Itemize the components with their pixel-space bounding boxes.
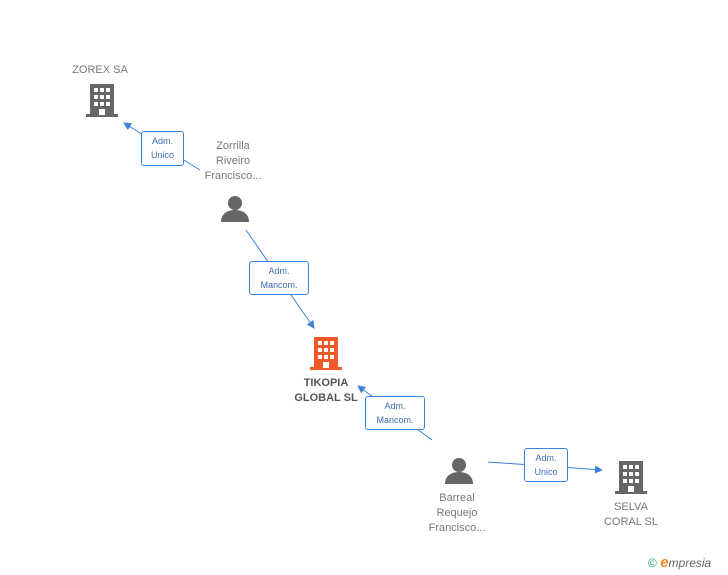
copyright-symbol: ©	[648, 556, 657, 570]
building-icon[interactable]	[86, 84, 118, 117]
node-label-text: ZOREX SA	[72, 64, 128, 76]
relation-line: Adm.	[535, 453, 557, 463]
relation-badge-barreal-tikopia[interactable]: Adm. Mancom.	[365, 396, 425, 430]
relation-line: Unico	[534, 467, 558, 477]
brand-name: mpresia	[668, 556, 712, 570]
relation-badge-barreal-selva[interactable]: Adm. Unico	[524, 448, 568, 482]
person-icon[interactable]	[221, 196, 249, 222]
node-label-line: TIKOPIA	[303, 377, 349, 389]
relation-line: Mancom.	[376, 415, 414, 425]
relation-badge-zorrilla-zorex[interactable]: Adm. Unico	[141, 131, 184, 166]
node-label-line: Requejo	[436, 507, 478, 519]
person-icon[interactable]	[445, 458, 473, 484]
node-label-line: Riveiro	[215, 155, 251, 167]
node-label-line: GLOBAL SL	[294, 392, 358, 404]
node-label-line: Zorrilla	[216, 140, 250, 152]
building-icon[interactable]	[615, 461, 647, 494]
building-icon[interactable]	[310, 337, 342, 370]
relation-line: Adm.	[384, 401, 406, 411]
node-label-line: Francisco...	[428, 522, 486, 534]
relation-badge-zorrilla-tikopia[interactable]: Adm. Mancom.	[249, 261, 309, 295]
node-label-line: SELVA	[614, 501, 648, 513]
node-label-line: Francisco...	[204, 170, 262, 182]
node-label-zorex[interactable]: ZOREX SA	[60, 63, 140, 78]
node-label-selva[interactable]: SELVA CORAL SL	[588, 500, 674, 530]
node-label-zorrilla[interactable]: Zorrilla Riveiro Francisco...	[190, 139, 276, 184]
empresia-logo: © empresia	[648, 554, 711, 571]
node-label-line: CORAL SL	[603, 516, 658, 528]
relation-line: Adm.	[151, 136, 173, 146]
node-label-barreal[interactable]: Barreal Requejo Francisco...	[414, 491, 500, 536]
relation-line: Mancom.	[260, 280, 298, 290]
brand-initial: e	[660, 554, 669, 571]
node-label-tikopia[interactable]: TIKOPIA GLOBAL SL	[283, 376, 369, 406]
relation-line: Unico	[150, 150, 174, 160]
node-label-line: Barreal	[439, 492, 475, 504]
relation-line: Adm.	[268, 266, 290, 276]
